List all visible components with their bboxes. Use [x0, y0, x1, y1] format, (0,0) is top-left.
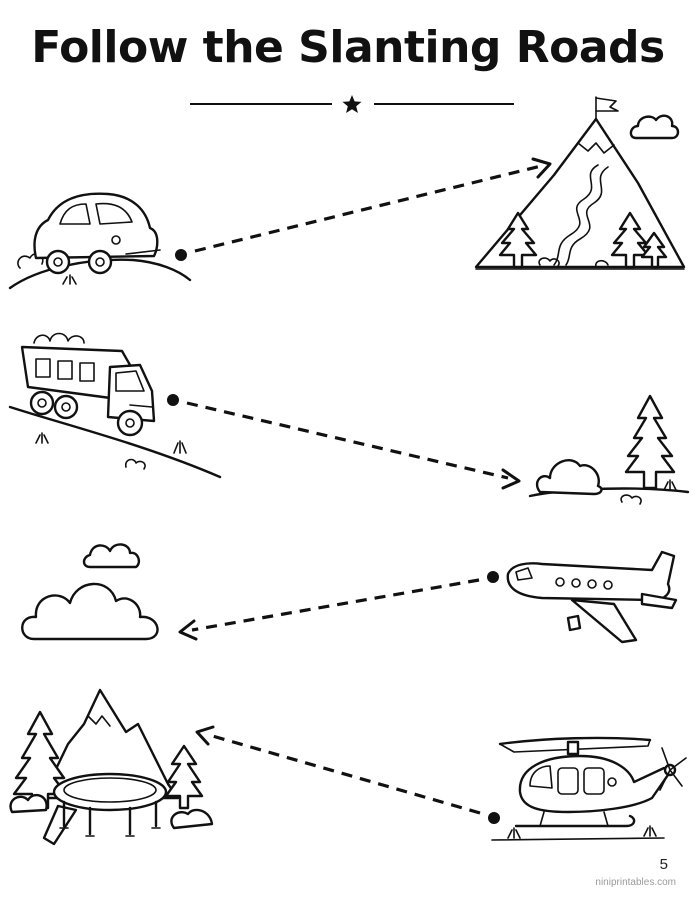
worksheet-title: Follow the Slanting Roads	[31, 22, 665, 73]
road-start-dot	[487, 571, 499, 583]
helicopter-icon	[491, 736, 687, 841]
road-end-arrow	[178, 619, 198, 641]
title-divider	[190, 95, 514, 113]
road-start-dot	[175, 249, 187, 261]
cloud-icon	[629, 114, 680, 140]
road-airplane-to-cloud[interactable]	[178, 571, 499, 641]
road-end-arrow	[501, 468, 521, 490]
road-car-to-mountain[interactable]	[175, 157, 552, 261]
tree-and-bush-icon	[528, 394, 690, 505]
cloud-icon	[21, 543, 159, 641]
road-helicopter-to-trampoline[interactable]	[195, 725, 500, 824]
dump-truck-icon	[8, 332, 222, 479]
road-end-arrow	[195, 725, 215, 746]
road-start-dot	[167, 394, 179, 406]
airplane-icon	[506, 550, 678, 644]
road-end-arrow	[531, 157, 552, 179]
mountain-with-flag-icon	[474, 96, 686, 270]
car-icon	[8, 192, 192, 290]
page-number: 5	[659, 856, 668, 873]
road-start-dot	[488, 812, 500, 824]
star-icon	[342, 95, 362, 113]
credit-text: niniprintables.com	[595, 877, 676, 888]
road-truck-to-tree[interactable]	[167, 394, 521, 490]
trampoline-in-mountains-icon	[9, 688, 214, 846]
